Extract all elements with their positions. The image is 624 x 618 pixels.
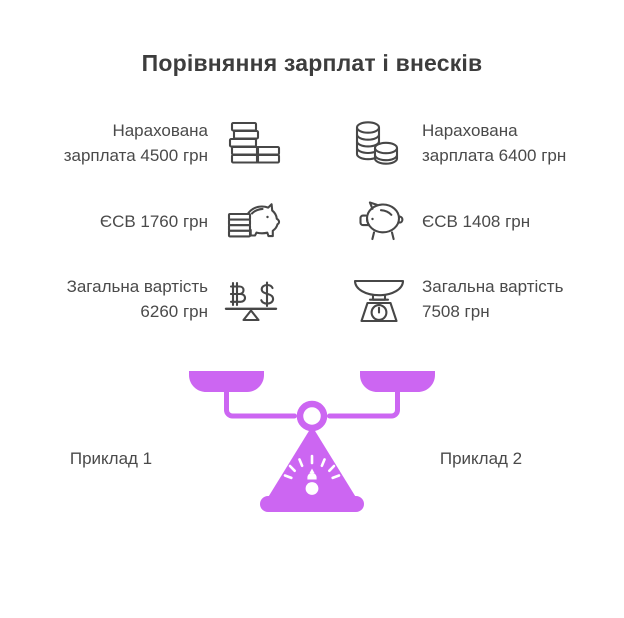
row-esv-right-label: ЄСВ 1408 грн <box>422 211 531 231</box>
row-salary-left: Нарахована зарплата 4500 грн <box>30 100 282 186</box>
row-salary-right-label: Нарахована зарплата 6400 грн <box>422 121 567 165</box>
row-total-right: Загальна вартість 7508 грн <box>348 256 600 342</box>
balance-seesaw-icon <box>220 268 282 330</box>
caption-example-2: Приклад 2 <box>439 449 523 468</box>
row-esv-left-label: ЄСВ 1760 грн <box>99 211 208 231</box>
piggy-bank-coins-icon <box>220 190 282 252</box>
column-example-1: Нарахована зарплата 4500 грн ЄСВ 1760 гр… <box>30 100 282 342</box>
balance-scale-illustration <box>186 368 438 513</box>
caption-example-1: Приклад 1 <box>69 449 153 468</box>
row-total-left: Загальна вартість 6260 грн <box>30 256 282 342</box>
coin-stack-flat-icon <box>220 112 282 174</box>
row-esv-right: ЄСВ 1408 грн <box>348 186 600 256</box>
row-salary-right: Нарахована зарплата 6400 грн <box>348 100 600 186</box>
coin-stack-round-icon <box>348 112 410 174</box>
kitchen-scale-icon <box>348 268 410 330</box>
row-total-left-label: Загальна вартість 6260 грн <box>66 277 208 321</box>
page-title: Порівняння зарплат і внесків <box>141 50 483 76</box>
row-total-right-label: Загальна вартість 7508 грн <box>422 277 564 321</box>
row-salary-left-label: Нарахована зарплата 4500 грн <box>63 121 208 165</box>
row-esv-left: ЄСВ 1760 грн <box>30 186 282 256</box>
piggy-bank-icon <box>348 190 410 252</box>
column-example-2: Нарахована зарплата 6400 грн <box>348 100 600 342</box>
